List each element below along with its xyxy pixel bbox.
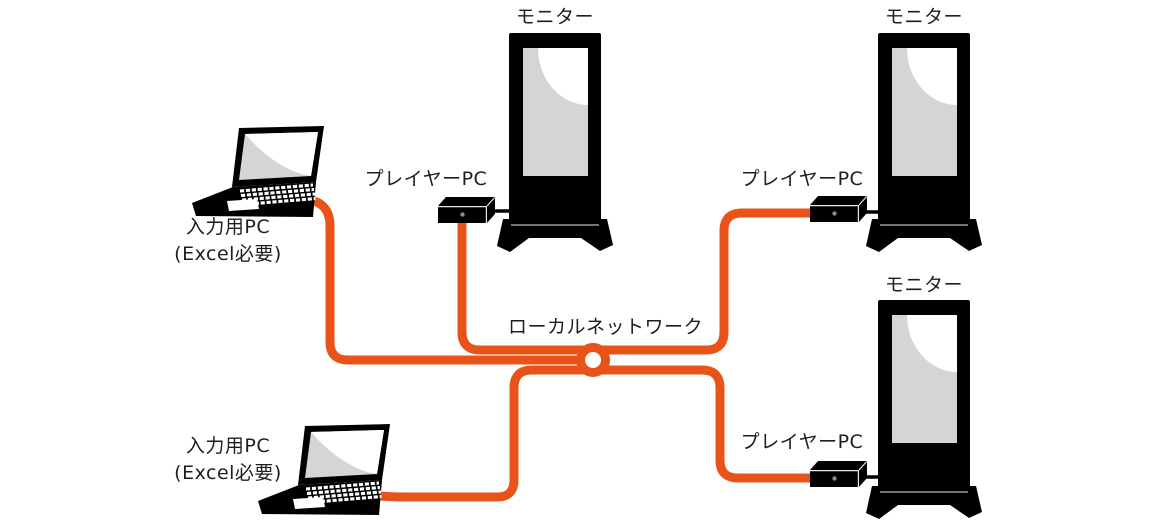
monitor-1-graphic — [497, 33, 613, 253]
network-hub-label: ローカルネットワーク — [508, 316, 704, 338]
player-pc-1-label: プレイヤーPC — [364, 168, 488, 190]
input-pc-1-label-line2: (Excel必要) — [174, 243, 282, 265]
input-pc-2-label-line2: (Excel必要) — [174, 462, 282, 484]
network-hub-icon — [576, 343, 610, 377]
player-pc-2-label: プレイヤーPC — [740, 168, 864, 190]
player-pc-3-label: プレイヤーPC — [740, 431, 864, 453]
input-pc-2-label: 入力用PC (Excel必要) — [158, 433, 298, 487]
network-cables — [298, 194, 818, 502]
player-pc-2-graphic — [810, 196, 868, 222]
monitor-1-label: モニター — [515, 6, 594, 28]
monitor-2-label: モニター — [884, 6, 963, 28]
player-pc-1-graphic — [438, 197, 496, 223]
monitor-3-label: モニター — [884, 274, 963, 296]
input-pc-2-label-line1: 入力用PC — [185, 435, 271, 457]
monitor-2-graphic — [866, 33, 982, 253]
cable-input-pc-1 — [298, 194, 598, 365]
player-pc-3-graphic — [810, 461, 868, 487]
cable-input-pc-2-player-3 — [366, 365, 818, 502]
input-pc-1-label-line1: 入力用PC — [185, 216, 271, 238]
cable-player-pc-1-2 — [457, 208, 818, 355]
input-pc-1-graphic — [191, 124, 326, 219]
monitor-3-graphic — [866, 300, 982, 520]
input-pc-1-label: 入力用PC (Excel必要) — [158, 214, 298, 268]
